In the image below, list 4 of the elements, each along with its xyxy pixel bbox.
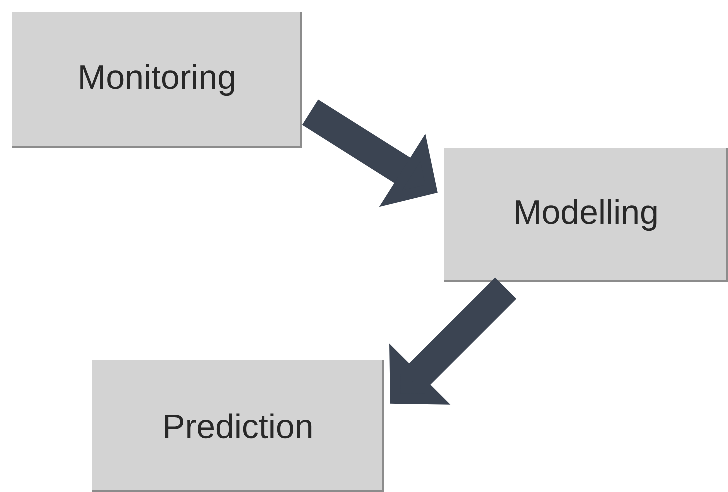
arrow (390, 278, 517, 405)
process-box: Monitoring (12, 12, 302, 148)
process-box: Modelling (444, 148, 728, 282)
process-box: Prediction (92, 360, 384, 492)
